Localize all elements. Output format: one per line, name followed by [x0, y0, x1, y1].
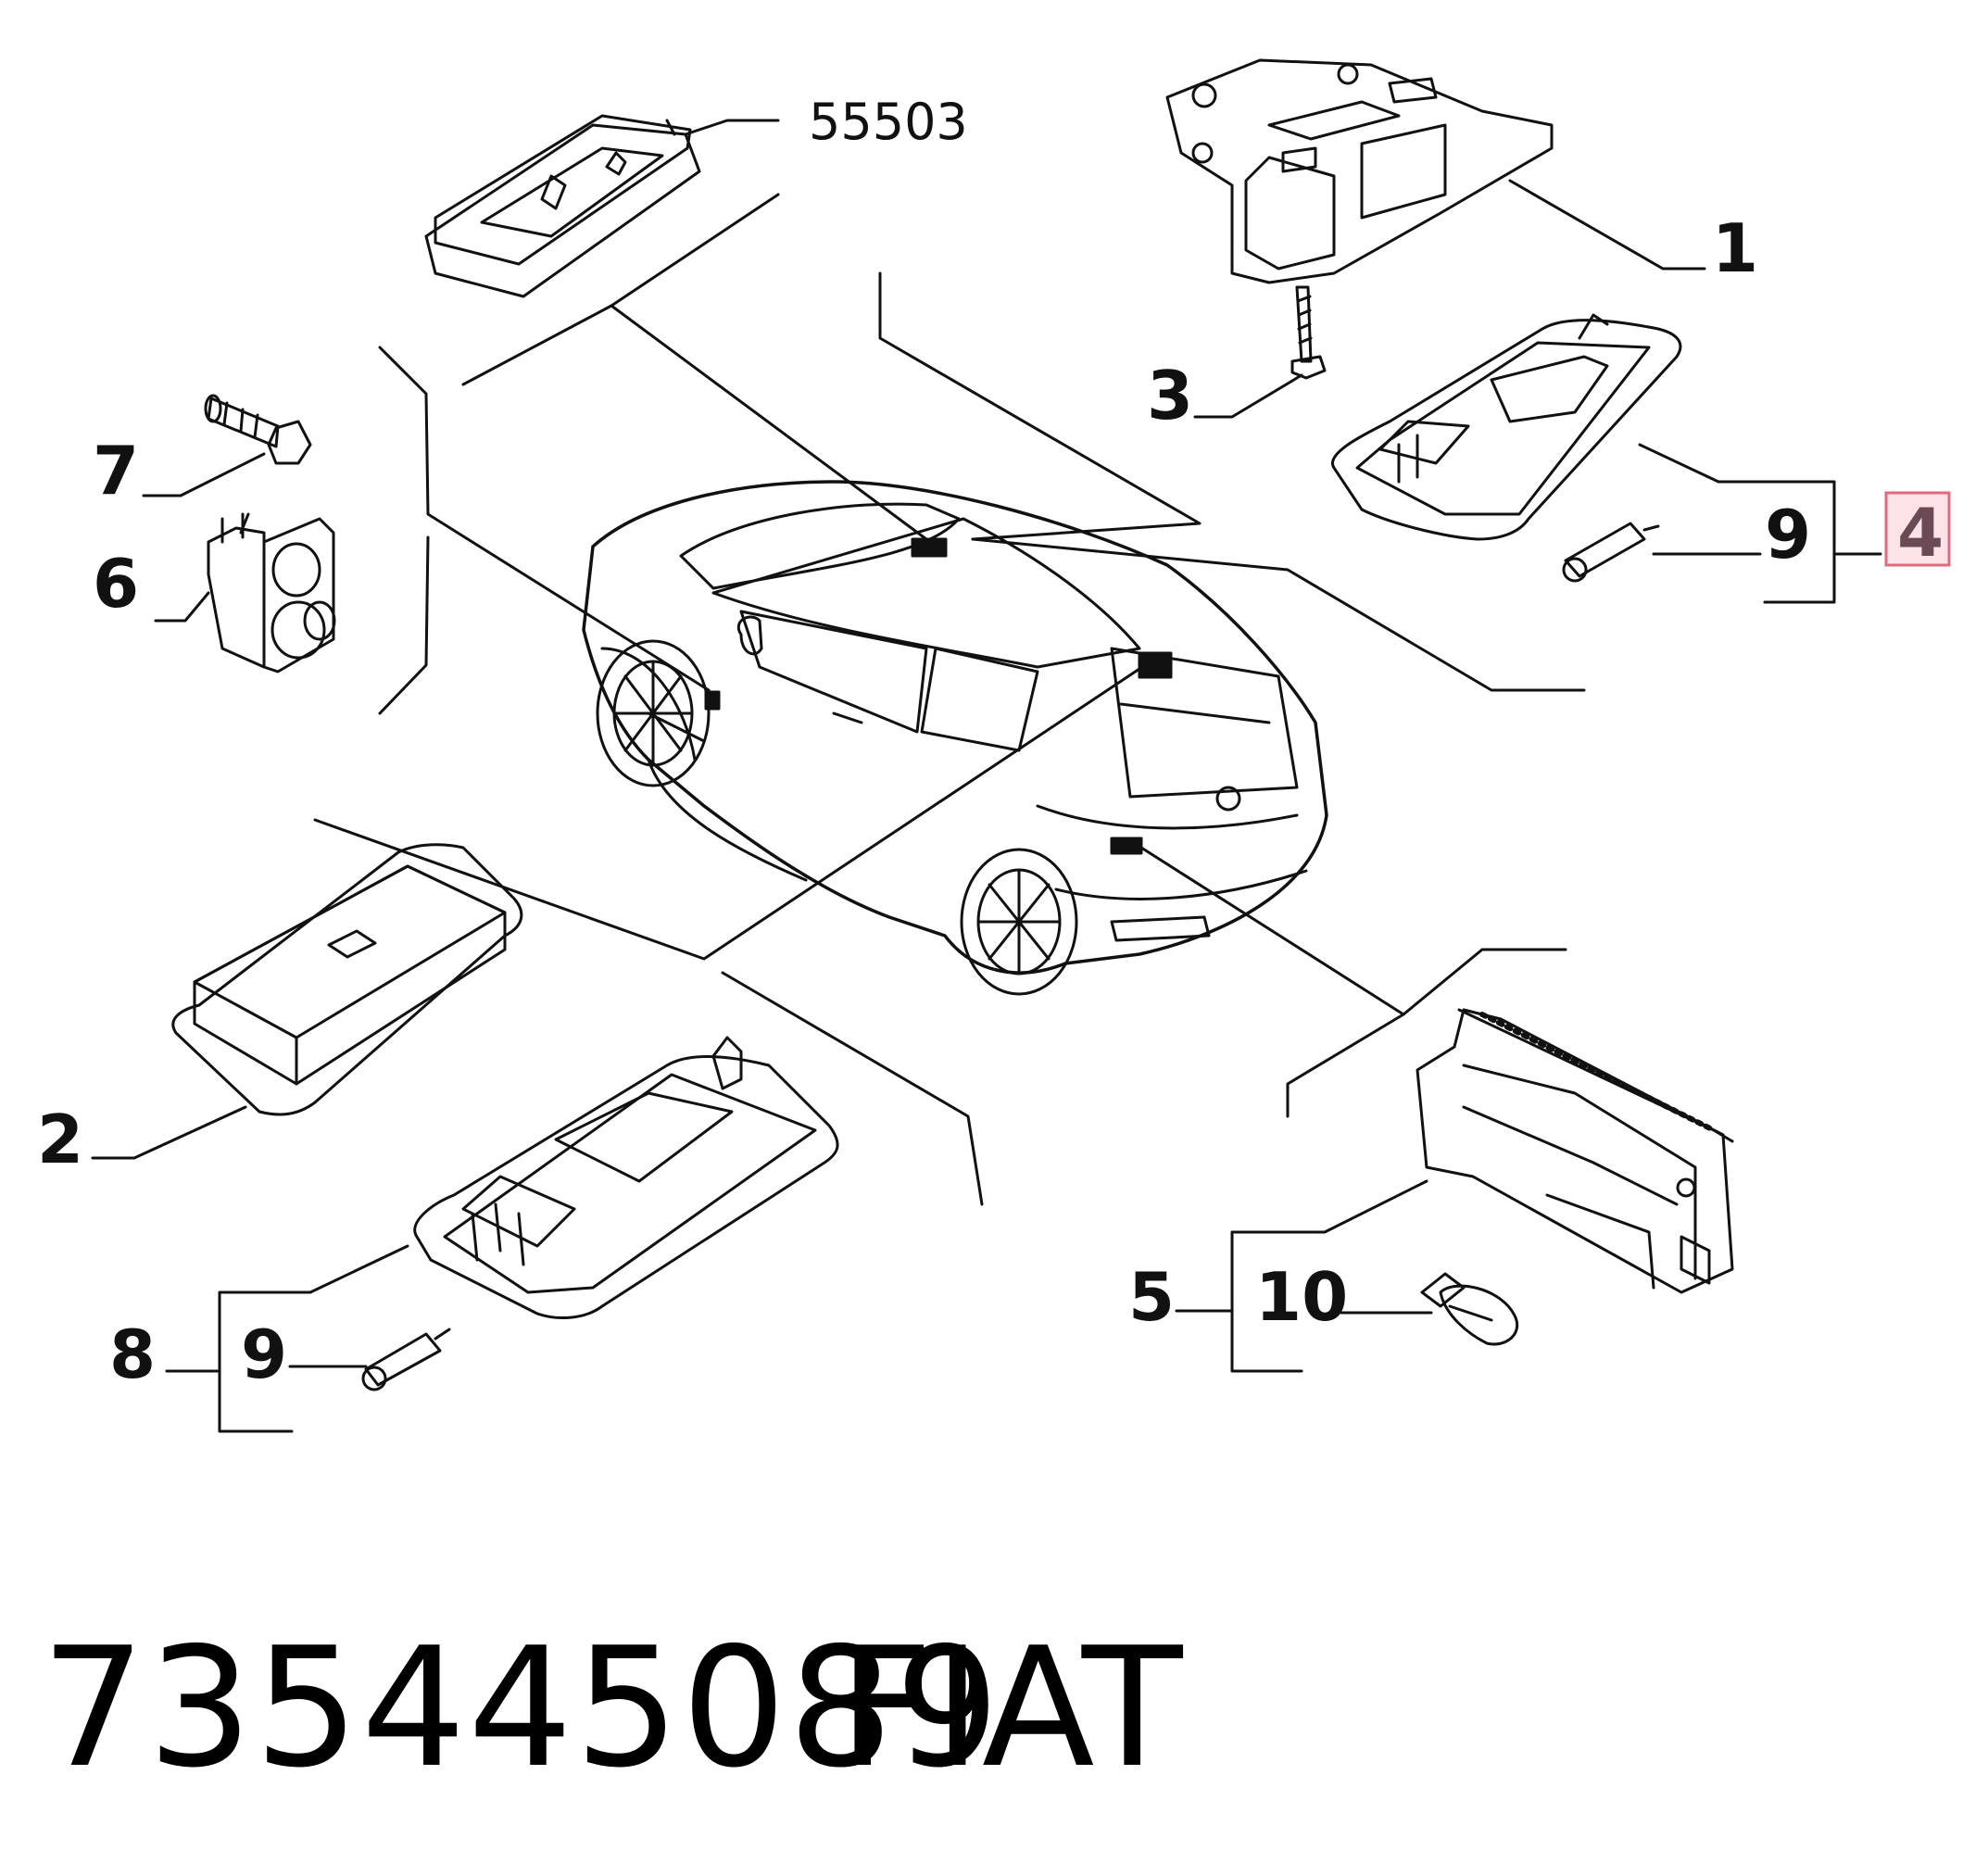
- part-1-bracket: [1165, 58, 1554, 284]
- car-illustration: [582, 480, 1328, 996]
- callout-2: 2: [37, 1101, 83, 1178]
- callout-5: 5: [1128, 1258, 1175, 1336]
- callout-4: 4: [1897, 494, 1944, 572]
- callout-9-right: 9: [1765, 496, 1811, 573]
- callout-3: 3: [1147, 357, 1193, 434]
- part-7-screw: [204, 394, 312, 465]
- part-number: 735445089: [41, 1612, 1002, 1804]
- part-3-screw: [1290, 285, 1327, 380]
- callout-1: 1: [1712, 209, 1758, 287]
- parts-diagram: 55503 1 3 9 4 7 6 2 8 9 5 10: [37, 58, 1951, 1433]
- part-6-switch: [207, 512, 336, 673]
- bulb-9-right: [1562, 522, 1660, 583]
- ref-55503-label: 55503: [809, 93, 968, 151]
- callout-4-highlight: [1884, 491, 1951, 567]
- part-5-lamp: [1416, 1008, 1734, 1294]
- brand-name: FIAT: [838, 1612, 1183, 1804]
- part-8-lamp: [413, 1036, 839, 1319]
- bulb-10: [1420, 1272, 1519, 1346]
- bulb-9-left: [361, 1328, 451, 1391]
- callout-7: 7: [93, 432, 139, 510]
- callout-9-left: 9: [241, 1315, 287, 1393]
- callout-6: 6: [93, 545, 139, 623]
- callout-10: 10: [1255, 1258, 1348, 1336]
- part-55503-lamp: [424, 114, 701, 298]
- callout-8: 8: [109, 1315, 156, 1393]
- part-2-lens: [171, 843, 523, 1116]
- part-4-lamp: [1330, 313, 1682, 541]
